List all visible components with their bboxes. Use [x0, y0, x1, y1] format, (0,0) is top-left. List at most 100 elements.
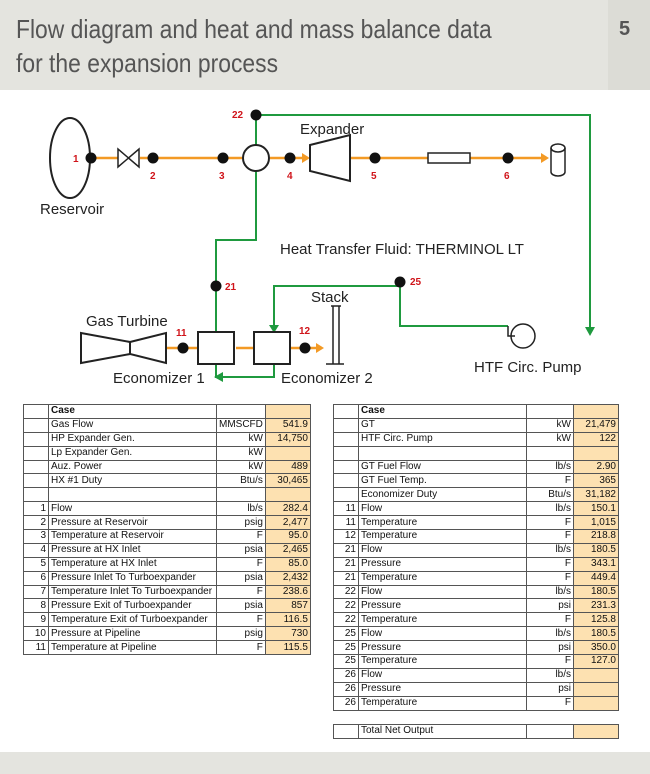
row-label-cell: Pressure	[358, 640, 527, 656]
row-number-cell: 11	[333, 515, 359, 531]
row-unit-cell: F	[526, 612, 574, 628]
row-value-cell: 2,465	[264, 542, 311, 558]
table-cell	[216, 404, 266, 419]
economizer-1-label: Economizer 1	[113, 370, 205, 387]
row-unit-cell: kW	[216, 459, 266, 475]
gas-arrowheads	[302, 153, 549, 353]
row-number-cell	[333, 487, 359, 503]
row-label-cell: Flow	[358, 542, 527, 558]
row-number-cell	[23, 445, 49, 461]
table-cell	[23, 404, 49, 419]
total-output-value	[573, 724, 619, 739]
total-output-row: Total Net Output	[333, 724, 619, 739]
table-cell	[573, 404, 619, 419]
row-label-cell: Temperature at Reservoir	[48, 529, 217, 544]
table-header-case: Case	[48, 404, 217, 419]
row-number-cell	[23, 487, 49, 503]
row-label-cell: Temperature	[358, 612, 527, 628]
row-unit-cell: F	[216, 640, 266, 656]
point-label-11: 11	[176, 328, 187, 339]
row-label-cell: Pressure at Pipeline	[48, 626, 217, 642]
row-unit-cell: F	[526, 695, 574, 711]
row-label-cell: Flow	[358, 584, 527, 600]
row-value-cell: 489	[264, 459, 311, 475]
flow-diagram: Reservoir Expander Heat Transfer Fluid: …	[40, 109, 595, 387]
gas-turbine-symbol	[80, 331, 167, 365]
row-label-cell: Temperature	[358, 654, 527, 669]
table-row: Lp Expander Gen.kW	[23, 445, 311, 461]
row-value-cell: 2.90	[573, 459, 619, 475]
table-header-case: Case	[358, 404, 527, 419]
pipeline-meter-symbol	[427, 152, 471, 164]
row-number-cell: 3	[23, 529, 49, 544]
row-label-cell: Temperature	[358, 695, 527, 711]
total-output-label: Total Net Output	[358, 724, 527, 739]
economizer-2-symbol	[253, 331, 291, 365]
htf-label: Heat Transfer Fluid: THERMINOL LT	[280, 241, 524, 258]
row-unit-cell: MMSCFD	[216, 417, 266, 433]
stack-symbol	[326, 305, 344, 365]
row-unit-cell: lb/s	[526, 542, 574, 558]
stream-points	[85, 109, 514, 354]
row-number-cell: 25	[333, 654, 359, 669]
row-value-cell	[573, 667, 619, 683]
row-number-cell: 6	[23, 570, 49, 586]
table-row	[333, 445, 619, 461]
row-label-cell: Lp Expander Gen.	[48, 445, 217, 461]
pump-label: HTF Circ. Pump	[474, 359, 582, 376]
point-label-21: 21	[225, 282, 237, 293]
point-label-5: 5	[371, 171, 377, 182]
row-value-cell: 730	[264, 626, 311, 642]
row-value-cell: 2,477	[264, 515, 311, 531]
row-label-cell: Flow	[358, 667, 527, 683]
row-unit-cell: lb/s	[526, 501, 574, 517]
row-value-cell: 30,465	[264, 473, 311, 489]
row-value-cell: 180.5	[573, 584, 619, 600]
row-label-cell: GT Fuel Flow	[358, 459, 527, 475]
row-value-cell: 238.6	[264, 584, 311, 600]
row-label-cell: Pressure Inlet To Turboexpander	[48, 570, 217, 586]
row-value-cell: 449.4	[573, 570, 619, 586]
row-label-cell: Flow	[358, 501, 527, 517]
row-unit-cell: psig	[216, 626, 266, 642]
table-row	[23, 487, 311, 503]
heat-exchanger-symbol	[242, 144, 270, 172]
row-value-cell: 14,750	[264, 431, 311, 447]
row-unit-cell: psi	[526, 681, 574, 697]
expander-symbol	[309, 133, 351, 183]
row-unit-cell	[526, 445, 574, 461]
row-value-cell: 365	[573, 473, 619, 489]
row-label-cell: HTF Circ. Pump	[358, 431, 527, 447]
row-value-cell: 150.1	[573, 501, 619, 517]
row-value-cell: 31,182	[573, 487, 619, 503]
row-value-cell: 95.0	[264, 529, 311, 544]
row-label-cell: Economizer Duty	[358, 487, 527, 503]
row-unit-cell: F	[526, 556, 574, 572]
row-label-cell: Flow	[358, 626, 527, 642]
row-number-cell: 7	[23, 584, 49, 600]
row-unit-cell: Btu/s	[216, 473, 266, 489]
row-unit-cell: kW	[216, 431, 266, 447]
row-value-cell: 122	[573, 431, 619, 447]
total-output-table: Total Net Output	[333, 724, 619, 739]
row-value-cell: 180.5	[573, 542, 619, 558]
row-number-cell	[23, 459, 49, 475]
